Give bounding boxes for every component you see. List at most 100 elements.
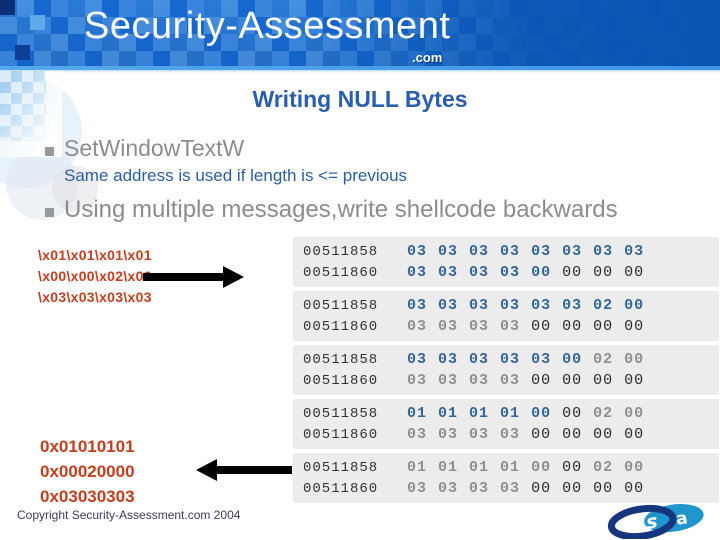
memory-byte: 03 xyxy=(500,243,521,260)
memory-byte: 00 xyxy=(593,318,614,335)
shellcode-input-label: \x01\x01\x01\x01 \x00\x00\x02\x00 \x03\x… xyxy=(38,245,152,308)
memory-byte: 00 xyxy=(531,372,552,389)
bullet-setwindowtextw: SetWindowTextW xyxy=(64,135,245,161)
header-accent-line-light xyxy=(0,70,720,73)
memory-byte: 03 xyxy=(500,297,521,314)
memory-byte: 03 xyxy=(407,243,428,260)
memory-byte: 00 xyxy=(624,459,645,476)
memory-address: 00511858 xyxy=(303,297,379,314)
memory-byte: 03 xyxy=(438,318,459,335)
memory-address: 00511860 xyxy=(303,264,379,281)
shellcode-input-line: \x03\x03\x03\x03 xyxy=(38,289,152,305)
memory-byte: 03 xyxy=(469,243,490,260)
memory-byte: 03 xyxy=(500,264,521,281)
memory-byte: 00 xyxy=(531,459,552,476)
bullet-square-icon xyxy=(45,208,54,217)
memory-byte: 00 xyxy=(562,318,583,335)
memory-byte: 03 xyxy=(500,426,521,443)
memory-byte: 03 xyxy=(531,243,552,260)
memory-address: 00511858 xyxy=(303,405,379,422)
bullet-sub-note: Same address is used if length is <= pre… xyxy=(64,166,408,185)
memory-byte: 00 xyxy=(562,264,583,281)
memory-address: 00511860 xyxy=(303,480,379,497)
brand-title: Security-Assessment xyxy=(84,5,451,47)
memory-byte: 03 xyxy=(469,372,490,389)
memory-byte: 03 xyxy=(407,426,428,443)
memory-byte: 00 xyxy=(624,351,645,368)
memory-address: 00511858 xyxy=(303,459,379,476)
memory-byte: 00 xyxy=(624,405,645,422)
memory-byte: 00 xyxy=(562,459,583,476)
header-bar: Security-Assessment .com xyxy=(0,0,720,66)
memory-byte: 03 xyxy=(469,480,490,497)
memory-byte: 03 xyxy=(531,351,552,368)
memory-byte: 03 xyxy=(438,480,459,497)
shellcode-input-line: \x00\x00\x02\x00 xyxy=(38,268,152,284)
memory-address: 00511858 xyxy=(303,351,379,368)
memory-address: 00511858 xyxy=(303,243,379,260)
memory-byte: 00 xyxy=(624,372,645,389)
memory-byte: 03 xyxy=(531,297,552,314)
memory-byte: 03 xyxy=(407,372,428,389)
memory-byte: 00 xyxy=(562,405,583,422)
bullet-square-icon xyxy=(45,147,54,156)
bullet-multiple-messages: Using multiple messages,write shellcode … xyxy=(64,196,618,223)
memory-result-line: 0x00020000 xyxy=(40,462,135,481)
memory-byte: 00 xyxy=(624,318,645,335)
memory-byte: 00 xyxy=(531,318,552,335)
decor-circle xyxy=(52,166,98,212)
memory-byte: 00 xyxy=(593,264,614,281)
memory-byte: 00 xyxy=(624,297,645,314)
memory-byte: 01 xyxy=(407,459,428,476)
memory-byte: 03 xyxy=(407,297,428,314)
memory-result-line: 0x03030303 xyxy=(40,487,135,506)
memory-byte: 00 xyxy=(593,480,614,497)
memory-snapshots: 00511858 03 03 03 03 03 03 03 03 00511860 03 03 03 03… xyxy=(293,237,719,507)
memory-byte: 03 xyxy=(438,351,459,368)
memory-byte: 01 xyxy=(407,405,428,422)
memory-address: 00511860 xyxy=(303,426,379,443)
memory-byte: 03 xyxy=(407,480,428,497)
memory-byte: 03 xyxy=(469,351,490,368)
memory-byte: 00 xyxy=(531,426,552,443)
arrow-shaft xyxy=(143,273,223,281)
memory-byte: 03 xyxy=(562,243,583,260)
memory-byte: 02 xyxy=(593,351,614,368)
memory-byte: 03 xyxy=(500,351,521,368)
memory-byte: 03 xyxy=(407,264,428,281)
memory-byte: 02 xyxy=(593,459,614,476)
memory-byte: 00 xyxy=(531,480,552,497)
memory-byte: 01 xyxy=(469,405,490,422)
header-accent-line xyxy=(0,66,720,70)
memory-byte: 01 xyxy=(438,405,459,422)
memory-byte: 03 xyxy=(469,318,490,335)
memory-byte: 00 xyxy=(624,426,645,443)
memory-byte: 03 xyxy=(438,426,459,443)
memory-byte: 00 xyxy=(562,426,583,443)
memory-byte: 03 xyxy=(500,480,521,497)
memory-byte: 03 xyxy=(593,243,614,260)
memory-byte: 03 xyxy=(438,372,459,389)
memory-byte: 00 xyxy=(531,264,552,281)
memory-byte: 00 xyxy=(562,480,583,497)
arrow-head xyxy=(196,459,217,481)
logo-letter-a: a xyxy=(675,508,689,529)
memory-byte: 01 xyxy=(500,405,521,422)
memory-byte: 03 xyxy=(469,426,490,443)
arrow-left-icon xyxy=(196,459,292,481)
logo-left-ring xyxy=(607,504,677,539)
memory-byte: 01 xyxy=(500,459,521,476)
memory-byte: 00 xyxy=(531,405,552,422)
memory-result-label: 0x01010101 0x00020000 0x03030303 xyxy=(40,434,135,509)
